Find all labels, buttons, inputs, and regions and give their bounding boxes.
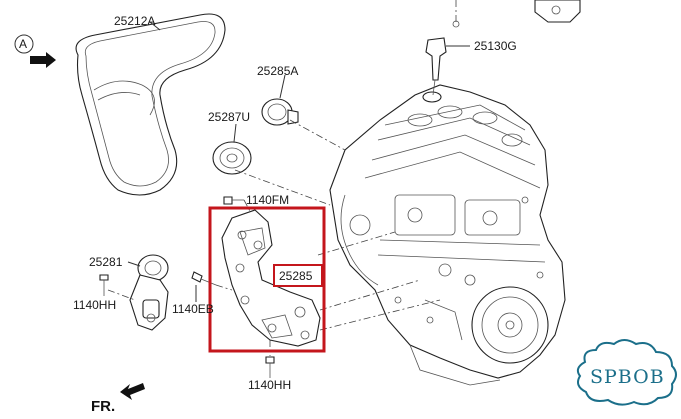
label-tensioner-assy: 25281 (89, 255, 123, 269)
watermark-cloud-icon (576, 339, 677, 406)
sensor-part (425, 0, 470, 96)
tensioner-bolt (99, 274, 136, 301)
engine-block (329, 84, 566, 386)
tensioner-pulley (212, 123, 252, 175)
highlight-label-box (273, 264, 323, 287)
idler-pulley (261, 74, 299, 126)
label-bottom-bolt: 1140HH (248, 378, 291, 392)
label-tensioner-pulley: 25287U (208, 110, 250, 124)
view-arrow-icon (30, 52, 56, 68)
label-bracket-bolt: 1140EB (172, 302, 214, 316)
tensioner-assembly (127, 254, 169, 331)
watermark: SPBOB (576, 339, 677, 406)
bracket-part (221, 209, 321, 347)
view-marker: A (14, 34, 56, 68)
label-tensioner-bolt: 1140HH (73, 298, 116, 312)
bottom-bolt (265, 340, 275, 378)
front-arrow-icon (120, 383, 145, 400)
label-bracket: 25285 (279, 269, 313, 283)
assembly-guide-lines (234, 119, 441, 331)
highlight-frame (208, 206, 326, 353)
top-bolt (223, 196, 253, 216)
watermark-text: SPBOB (590, 366, 665, 388)
label-idler-pulley: 25285A (257, 64, 298, 78)
front-label: FR. (91, 398, 115, 415)
label-belt: 25212A (114, 14, 155, 28)
label-sensor: 25130G (474, 39, 517, 53)
front-direction: FR. (91, 383, 145, 415)
bracket-bolt (191, 271, 233, 302)
view-marker-letter: A (19, 37, 27, 51)
drive-belt (75, 13, 226, 196)
top-right-part (534, 0, 581, 23)
label-top-bolt: 1140FM (246, 193, 289, 207)
